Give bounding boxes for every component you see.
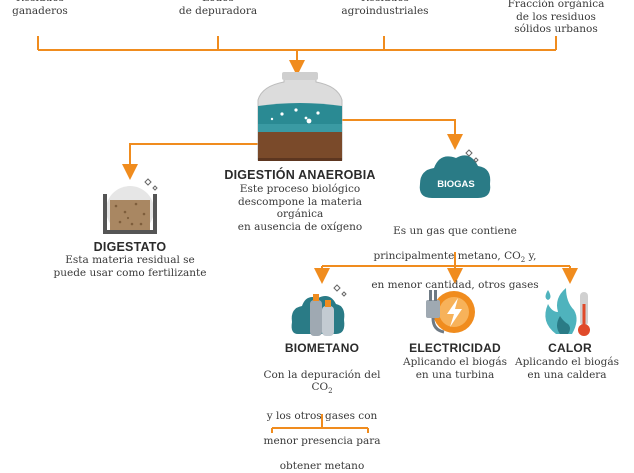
biometano-desc-line-4: obtener metano xyxy=(279,460,365,473)
source-label-lodos: Lodos de depuradora xyxy=(178,0,258,17)
electricidad-title: ELECTRICIDAD xyxy=(409,341,501,355)
digestato-title: DIGESTATO xyxy=(93,240,167,254)
co2-subscript-biometano: 2 xyxy=(328,387,333,396)
calor-description: Aplicando el biogás en una caldera xyxy=(515,356,619,381)
biogas-badge-label: BIOGAS xyxy=(437,179,475,190)
digestion-description: Este proceso biológico descompone la mat… xyxy=(237,183,363,233)
biometano-desc-line-3: menor presencia para xyxy=(263,435,381,448)
biometano-description: Con la depuración del CO2 y los otros ga… xyxy=(252,356,392,473)
biogas-description: Es un gas que contiene principalmente me… xyxy=(365,212,545,291)
biogas-desc-line-2: principalmente metano, CO xyxy=(373,249,521,262)
calor-title: CALOR xyxy=(548,341,592,355)
arrow-to-digestato xyxy=(122,143,296,180)
digestion-title: DIGESTIÓN ANAEROBIA xyxy=(224,168,376,182)
electricidad-description: Aplicando el biogás en una turbina xyxy=(403,356,507,381)
source-label-fraccion-organica: Fracción orgánica de los residuos sólido… xyxy=(507,0,605,35)
biometano-desc-line-1: Con la depuración del CO xyxy=(263,368,381,394)
flow-connectors xyxy=(37,36,578,433)
source-label-ganaderos: Residuos ganaderos xyxy=(12,0,68,17)
source-label-agroindustriales: Residuos agroindustriales xyxy=(341,0,429,17)
biogas-desc-line-3: en menor cantidad, otros gases xyxy=(371,278,539,291)
biometano-title: BIOMETANO xyxy=(284,341,360,355)
digestato-description: Esta materia residual se puede usar como… xyxy=(53,254,207,279)
co2-subscript: 2 xyxy=(520,255,526,264)
biogas-desc-line-2b: y, xyxy=(525,249,537,262)
biogas-desc-line-1: Es un gas que contiene xyxy=(393,224,517,237)
arrow-to-biogas xyxy=(310,119,463,150)
biometano-desc-line-2: y los otros gases con xyxy=(266,410,378,423)
